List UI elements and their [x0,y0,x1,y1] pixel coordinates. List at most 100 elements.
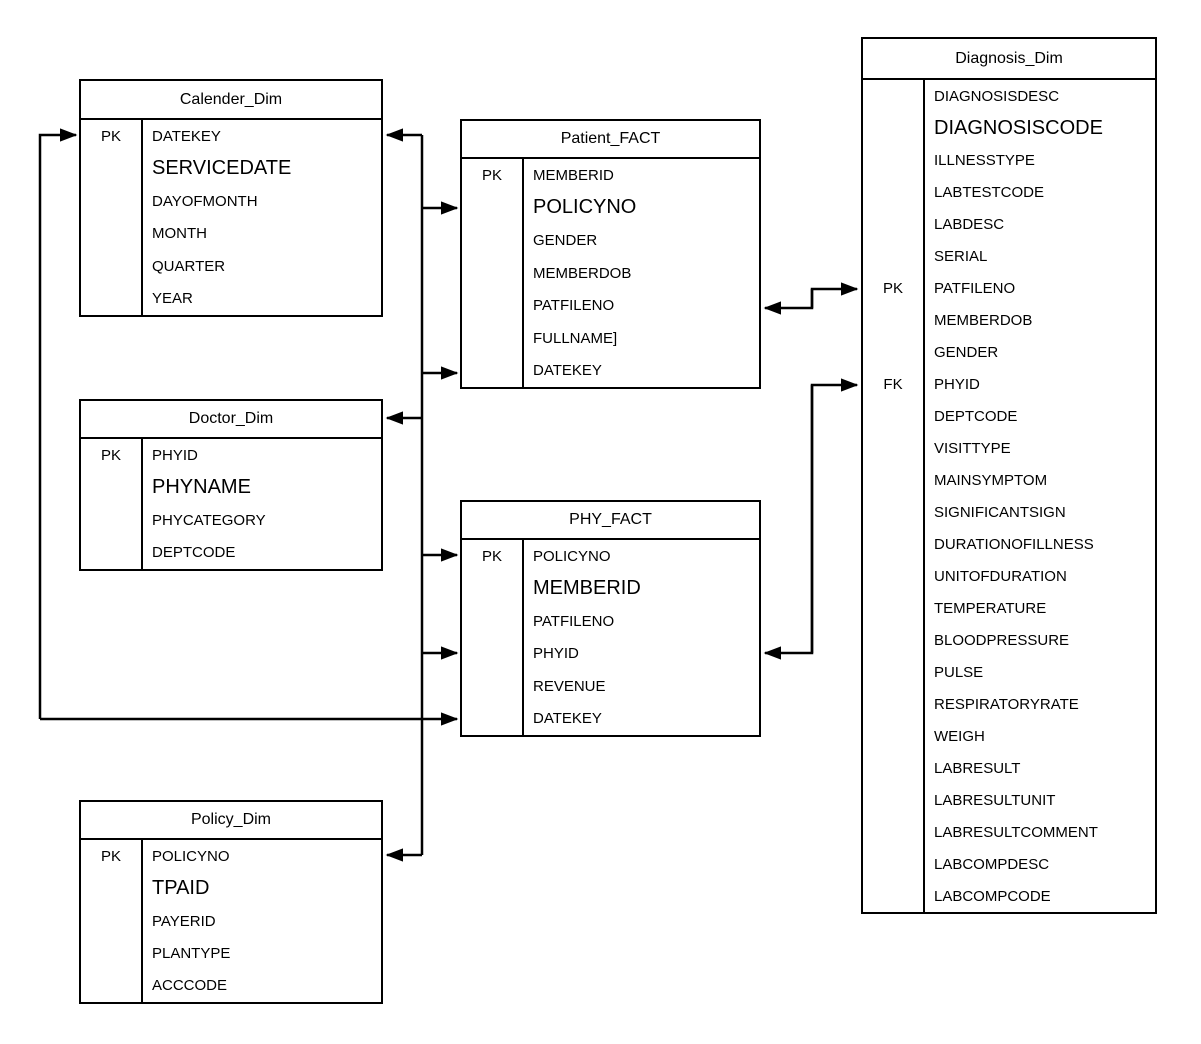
attribute-name: SIGNIFICANTSIGN [934,503,1066,521]
attribute-name: PATFILENO [533,612,615,630]
key-label [81,185,143,218]
table-row: RESPIRATORYRATE [863,688,1155,720]
key-label [863,208,925,240]
attribute-name: UNITOFDURATION [934,567,1067,585]
table-row: PATFILENO [462,289,759,322]
entity-title: Policy_Dim [81,802,381,840]
table-row: UNITOFDURATION [863,560,1155,592]
table-row: DIAGNOSISCODE [863,112,1155,144]
attribute-name: DATEKEY [152,127,221,145]
attribute-name: GENDER [533,231,598,249]
table-row: SERIAL [863,240,1155,272]
key-label [81,471,143,504]
attribute-name: TEMPERATURE [934,599,1047,617]
attribute-name: MONTH [152,225,207,243]
table-row: YEAR [81,282,381,315]
key-label [863,112,925,144]
attribute-name: LABTESTCODE [934,183,1045,201]
attribute-name: DIAGNOSISCODE [934,116,1103,139]
table-row: ACCCODE [81,969,381,1003]
key-label [81,904,143,938]
table-row: DIAGNOSISDESC [863,80,1155,112]
attribute-name: PHYID [934,375,980,393]
entity-calender-dim: Calender_Dim PK DATEKEY SERVICEDATE DAYOFMO… [79,79,383,317]
key-label [81,536,143,569]
key-label [863,784,925,816]
attribute-name: QUARTER [152,257,226,275]
connector-phyid-to-diagnosis [810,378,859,653]
connector-loop-to-calender-datekey [38,128,78,719]
key-label [462,191,524,225]
attribute-name: TPAID [152,877,210,900]
table-row: PK PHYID [81,439,381,472]
table-row: SERVICEDATE [81,152,381,185]
key-label: PK [81,840,143,873]
key-label [462,321,524,355]
attribute-name: PAYERID [152,912,216,930]
attribute-name: DEPTCODE [934,407,1018,425]
table-row: PK PATFILENO [863,272,1155,304]
table-row: VISITTYPE [863,432,1155,464]
attribute-name: DEPTCODE [152,544,236,562]
attribute-name: PHYID [152,446,198,464]
connector-phyid-to-phy [763,385,814,660]
attribute-name: FULLNAME] [533,329,618,347]
key-label: PK [462,159,524,192]
key-label [81,282,143,315]
key-label [863,336,925,368]
attribute-name: BLOODPRESSURE [934,631,1070,649]
key-label: PK [81,439,143,472]
key-label [863,496,925,528]
table-row: FULLNAME] [462,321,759,355]
key-label [863,144,925,176]
table-row: ILLNESSTYPE [863,144,1155,176]
attribute-name: GENDER [934,343,999,361]
key-label [863,752,925,784]
attribute-name: DURATIONOFILLNESS [934,535,1094,553]
key-label [462,670,524,703]
key-label [462,224,524,257]
table-row: MEMBERDOB [462,256,759,290]
table-row: MEMBERDOB [863,304,1155,336]
key-label [81,250,143,283]
attribute-name: MEMBERID [533,577,641,600]
entity-title: Calender_Dim [81,81,381,120]
key-label [81,872,143,905]
attribute-name: LABRESULTCOMMENT [934,823,1098,841]
attribute-name: DIAGNOSISDESC [934,87,1060,105]
entity-title: PHY_FACT [462,502,759,540]
table-row: QUARTER [81,250,381,283]
table-row: LABTESTCODE [863,176,1155,208]
entity-title: Patient_FACT [462,121,759,159]
key-label [462,256,524,290]
table-row: POLICYNO [462,191,759,225]
key-label: PK [863,272,925,304]
key-label: PK [81,120,143,153]
attribute-name: LABDESC [934,215,1005,233]
table-row: REVENUE [462,670,759,703]
attribute-name: MEMBERDOB [934,311,1033,329]
attribute-name: PATFILENO [934,279,1016,297]
table-row: BLOODPRESSURE [863,624,1155,656]
table-row: LABRESULT [863,752,1155,784]
table-row: PLANTYPE [81,937,381,970]
attribute-name: LABRESULTUNIT [934,791,1056,809]
key-label [462,637,524,670]
key-label [462,605,524,638]
attribute-name: DAYOFMONTH [152,192,258,210]
table-row: GENDER [462,224,759,257]
table-row: MAINSYMPTOM [863,464,1155,496]
attribute-name: REVENUE [533,677,606,695]
table-row: PAYERID [81,904,381,938]
attribute-name: VISITTYPE [934,439,1011,457]
table-row: DURATIONOFILLNESS [863,528,1155,560]
attribute-name: DATEKEY [533,710,602,728]
key-label [863,304,925,336]
entity-title: Doctor_Dim [81,401,381,439]
